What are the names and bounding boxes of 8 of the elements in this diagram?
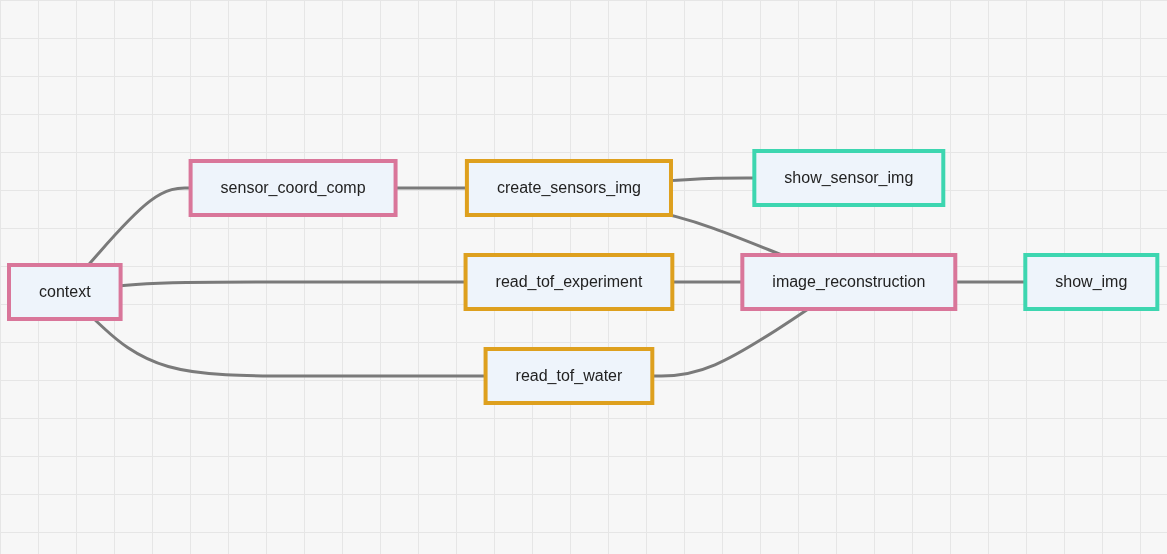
node-box: image_reconstruction — [740, 253, 958, 311]
node-box: sensor_coord_comp — [188, 159, 398, 217]
node-box: create_sensors_img — [465, 159, 674, 217]
node-box: read_tof_experiment — [463, 253, 675, 311]
node-box: context — [7, 263, 123, 321]
node-box: read_tof_water — [483, 347, 655, 405]
node-box: show_img — [1023, 253, 1160, 311]
node-box: show_sensor_img — [752, 149, 946, 207]
